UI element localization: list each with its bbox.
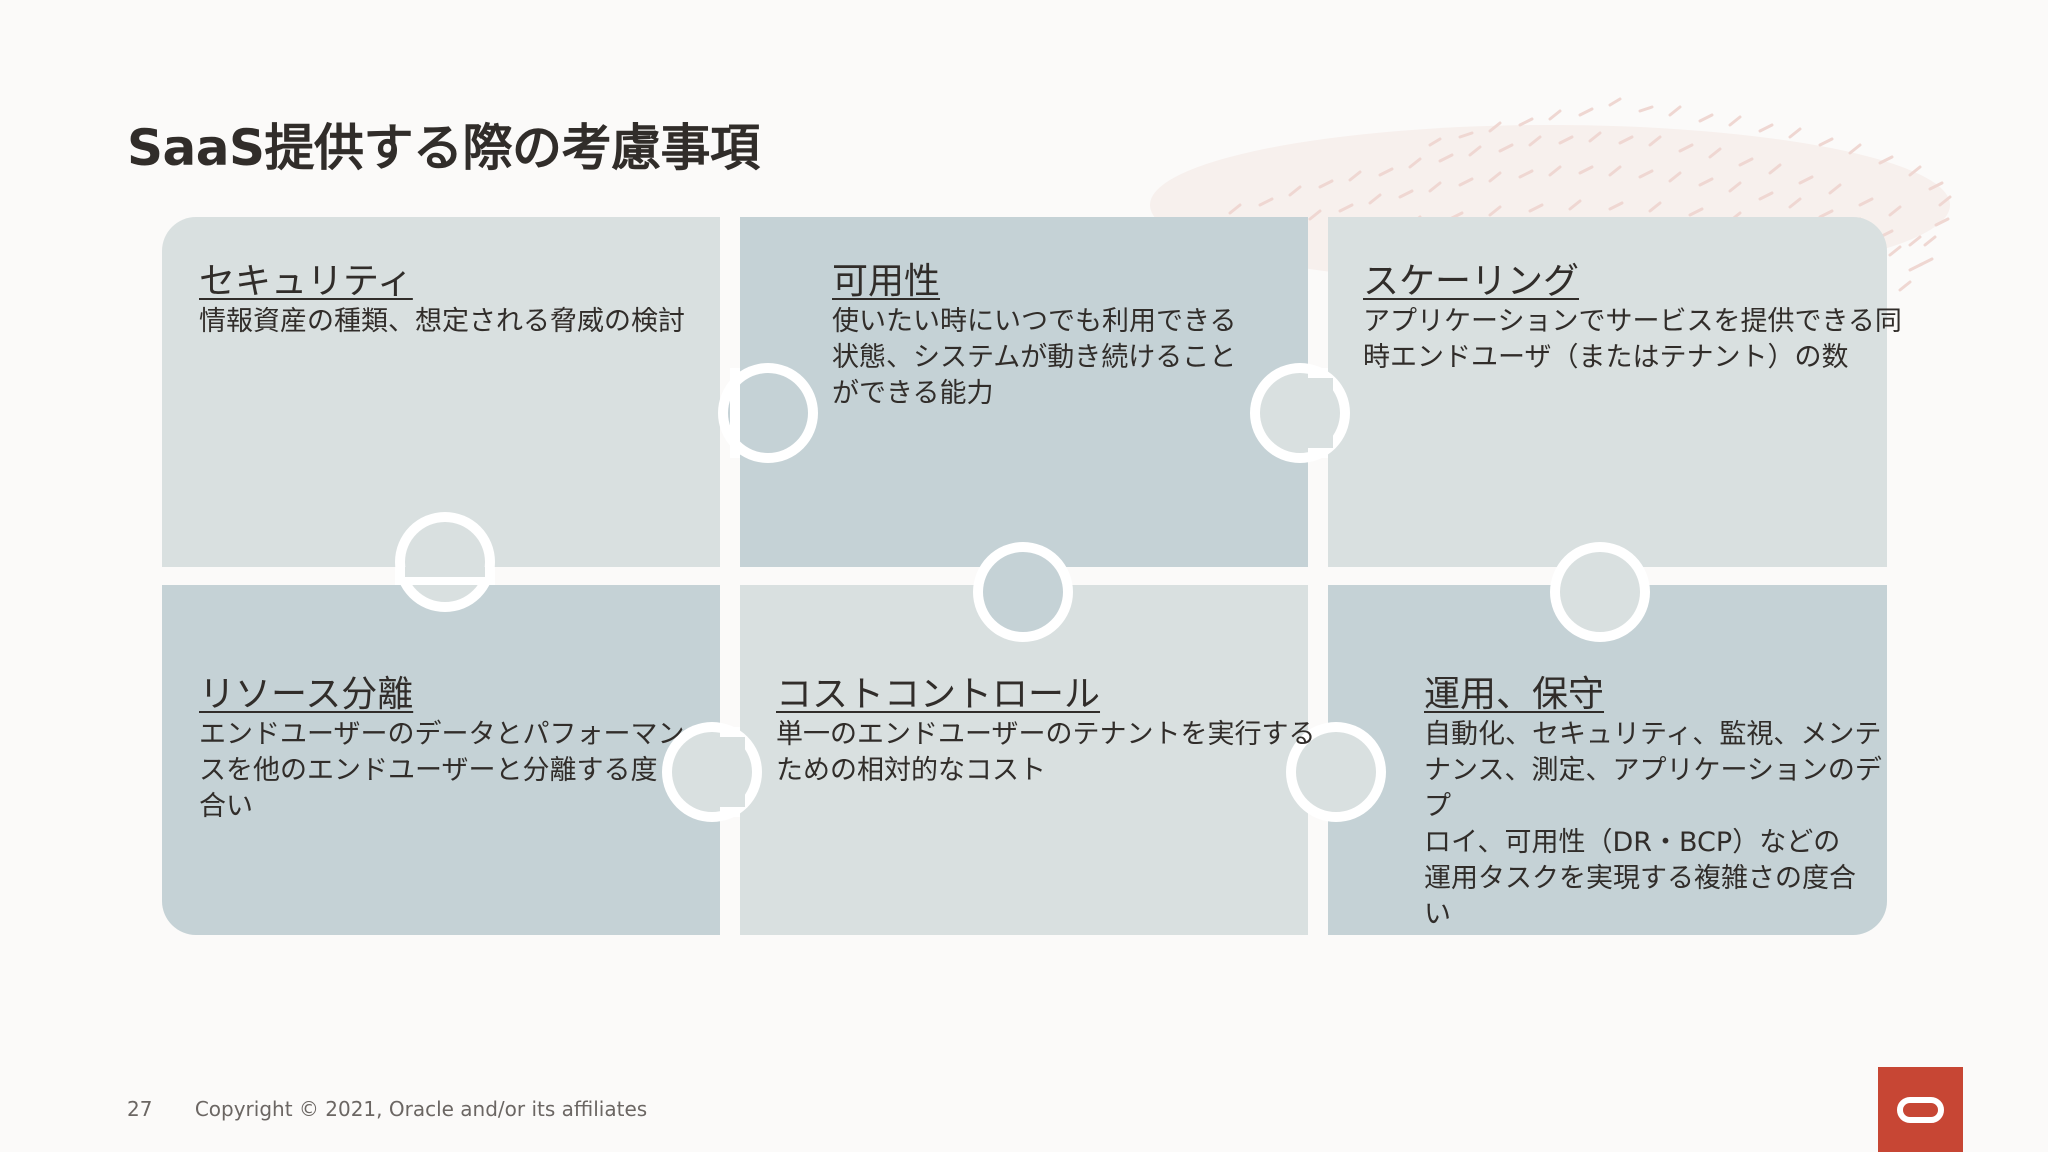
oracle-logo-icon (1897, 1097, 1944, 1123)
knob-scaling-into-availability (1250, 363, 1350, 463)
knob-cost-into-availability (973, 542, 1073, 642)
description-line: 単一のエンドユーザーのテナントを実行する (776, 719, 1316, 750)
piece-description: アプリケーションでサービスを提供できる同 時エンドユーザ（またはテナント）の数 (1363, 304, 1908, 376)
piece-operations: 運用、保守 自動化、セキュリティ、監視、メンテ ナンス、測定、アプリケーションの… (1424, 673, 1884, 933)
description-line: 状態、システムが動き続けること (832, 342, 1237, 373)
description-line: 合い (199, 791, 253, 822)
piece-heading: リソース分離 (199, 674, 414, 715)
knob-cost-into-operations (1286, 722, 1386, 822)
tile-operations (1328, 585, 1887, 935)
piece-description: 情報資産の種類、想定される脅威の検討 (199, 304, 744, 340)
knob-availability-into-security (718, 363, 818, 463)
piece-heading: 運用、保守 (1424, 674, 1605, 715)
piece-availability: 可用性 使いたい時にいつでも利用できる 状態、システムが動き続けること ができる… (832, 260, 1377, 412)
description-line: エンドユーザーのデータとパフォーマン (199, 719, 685, 750)
description-line: 情報資産の種類、想定される脅威の検討 (199, 306, 685, 337)
piece-security: セキュリティ 情報資産の種類、想定される脅威の検討 (199, 260, 744, 340)
description-line: アプリケーションでサービスを提供できる同 (1363, 306, 1902, 337)
description-line: ための相対的なコスト (776, 755, 1046, 786)
description-line: 使いたい時にいつでも利用できる (832, 306, 1237, 337)
oracle-logo (1878, 1067, 1963, 1152)
piece-description: 使いたい時にいつでも利用できる 状態、システムが動き続けること ができる能力 (832, 304, 1377, 412)
footer: 27 Copyright © 2021, Oracle and/or its a… (127, 1097, 647, 1121)
tile-cost-control (740, 585, 1308, 935)
piece-description: 自動化、セキュリティ、監視、メンテ ナンス、測定、アプリケーションのデプ ロイ、… (1424, 717, 1884, 933)
piece-description: エンドユーザーのデータとパフォーマン スを他のエンドユーザーと分離する度 合い (199, 717, 744, 825)
description-line: 時エンドユーザ（またはテナント）の数 (1363, 342, 1849, 373)
description-line: い (1424, 899, 1451, 930)
page-number: 27 (127, 1097, 153, 1121)
piece-heading: セキュリティ (199, 261, 413, 302)
piece-description: 単一のエンドユーザーのテナントを実行する ための相対的なコスト (776, 717, 1321, 789)
piece-resource-isolation: リソース分離 エンドユーザーのデータとパフォーマン スを他のエンドユーザーと分離… (199, 673, 744, 825)
tile-scaling (1328, 217, 1887, 567)
description-line: ロイ、可用性（DR・BCP）などの (1424, 827, 1841, 858)
slide-title: SaaS提供する際の考慮事項 (127, 119, 760, 177)
piece-heading: コストコントロール (776, 674, 1101, 715)
description-line: スを他のエンドユーザーと分離する度 (199, 755, 658, 786)
piece-heading: 可用性 (832, 261, 941, 302)
description-line: 自動化、セキュリティ、監視、メンテ (1424, 719, 1882, 750)
tile-security (162, 217, 720, 567)
description-line: 運用タスクを実現する複雑さの度合 (1424, 863, 1856, 894)
tile-resource-isolation (162, 585, 720, 935)
piece-heading: スケーリング (1363, 261, 1580, 302)
knob-cost-into-resource (662, 722, 762, 822)
tile-availability (740, 217, 1308, 567)
knob-security-into-resource (395, 512, 495, 612)
piece-scaling: スケーリング アプリケーションでサービスを提供できる同 時エンドユーザ（またはテ… (1363, 260, 1908, 376)
knob-operations-into-scaling (1550, 542, 1650, 642)
description-line: ができる能力 (832, 378, 994, 409)
description-line: ナンス、測定、アプリケーションのデプ (1424, 755, 1882, 822)
piece-cost-control: コストコントロール 単一のエンドユーザーのテナントを実行する ための相対的なコス… (776, 673, 1321, 789)
copyright-text: Copyright © 2021, Oracle and/or its affi… (194, 1097, 648, 1121)
